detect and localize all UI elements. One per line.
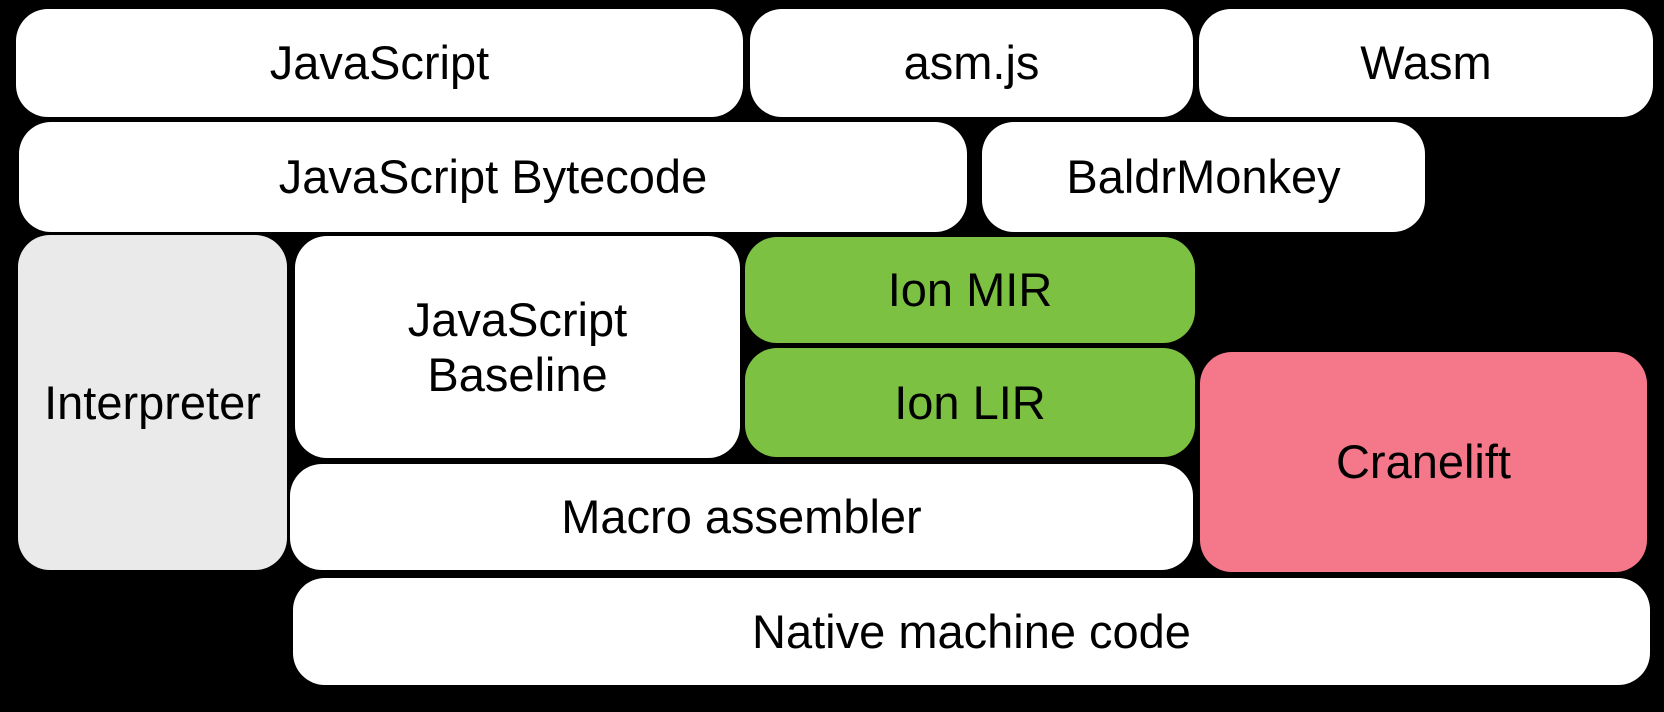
box-label-cranelift: Cranelift	[1335, 435, 1511, 489]
box-javascript: JavaScript	[16, 9, 743, 117]
box-label-baldrmonkey: BaldrMonkey	[1066, 150, 1341, 204]
box-label-wasm: Wasm	[1360, 36, 1492, 90]
box-label-asmjs: asm.js	[903, 36, 1040, 90]
box-interpreter: Interpreter	[18, 235, 287, 570]
box-label-javascript-bytecode: JavaScript Bytecode	[278, 150, 708, 204]
box-label-native-machine-code: Native machine code	[752, 604, 1191, 658]
box-ion-mir: Ion MIR	[745, 237, 1195, 343]
box-ion-lir: Ion LIR	[745, 348, 1195, 457]
box-wasm: Wasm	[1199, 9, 1653, 117]
box-cranelift: Cranelift	[1200, 352, 1647, 572]
box-native-machine-code: Native machine code	[293, 578, 1650, 685]
box-baldrmonkey: BaldrMonkey	[982, 122, 1425, 232]
box-label-javascript: JavaScript	[269, 36, 490, 90]
box-label-ion-lir: Ion LIR	[894, 375, 1046, 429]
box-label-macro-assembler: Macro assembler	[561, 490, 922, 544]
box-javascript-bytecode: JavaScript Bytecode	[19, 122, 967, 232]
box-label-interpreter: Interpreter	[44, 375, 261, 429]
box-javascript-baseline: JavaScript Baseline	[295, 236, 740, 458]
box-label-ion-mir: Ion MIR	[887, 263, 1053, 317]
box-asmjs: asm.js	[750, 9, 1193, 117]
box-label-javascript-baseline: JavaScript Baseline	[407, 292, 628, 401]
box-macro-assembler: Macro assembler	[290, 464, 1193, 570]
